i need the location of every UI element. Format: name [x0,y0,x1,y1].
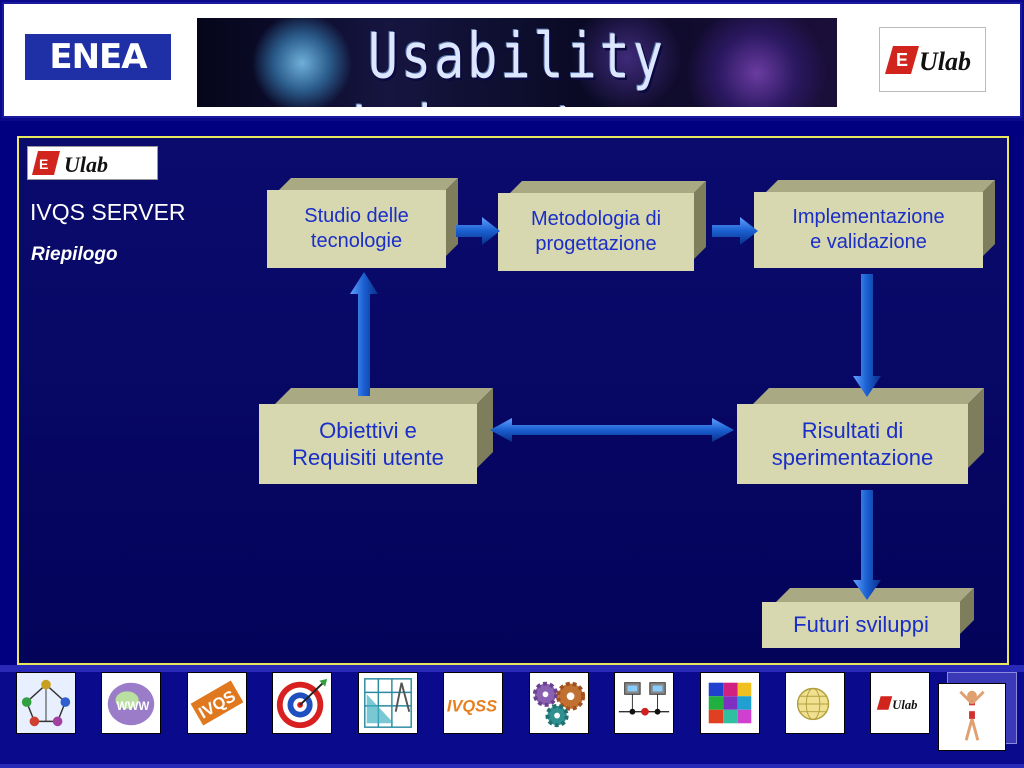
enea-logo-text: ENEA [49,37,147,77]
footer-bar [0,672,1024,764]
box-obiettivi: Obiettivi e Requisiti utente [259,404,477,484]
svg-text:E: E [39,156,48,172]
page-subtitle: Riepilogo [31,244,118,265]
ulab-logo-text: Ulab [919,47,971,76]
ulab-logo: E Ulab [879,27,986,92]
ivqs-logo-icon: IVQS [188,673,246,733]
computers-network-tile[interactable] [614,672,674,734]
ivqss-tile[interactable]: IVQSS [443,672,503,734]
box-metodologia-label: Metodologia di progettazione [530,208,662,255]
network-icon [17,673,75,733]
runner-icon [939,684,1005,750]
svg-text:E: E [896,50,908,70]
ulab-tile[interactable]: Ulab [870,672,930,734]
ulab-logo-icon: Ulab [871,673,929,733]
ulab-mini-logo: E Ulab [27,146,158,180]
box-studio-label: Studio delle tecnologie [304,205,409,252]
ivqss-label: IVQSS [447,698,497,716]
www-label: WWW [117,700,150,713]
usability-laboratory-banner: Usability Laboratory [197,18,837,107]
ulab-tile-label: Ulab [892,698,917,712]
puzzle-icon [701,673,759,733]
enea-logo: ENEA [25,34,171,80]
target-tile[interactable] [272,672,332,734]
box-risultati: Risultati di sperimentazione [737,404,968,484]
footer [0,665,1024,768]
box-obiettivi-label: Obiettivi e Requisiti utente [292,417,444,471]
ulab-logo-icon: E Ulab [884,45,971,76]
page-title: IVQS SERVER [30,199,186,225]
drawing-tools-icon [359,673,417,733]
puzzle-tile[interactable] [700,672,760,734]
runner-tile[interactable] [938,683,1006,751]
box-implementazione-label: Implementazione e validazione [792,206,945,253]
network-tile[interactable] [16,672,76,734]
box-implementazione: Implementazione e validazione [754,192,983,268]
www-globe-icon: WWW [102,673,160,733]
box-metodologia: Metodologia di progettazione [498,193,694,271]
globe-tile[interactable] [785,672,845,734]
ivqss-logo-icon: IVQSS [444,673,502,733]
gears-tile[interactable] [529,672,589,734]
ulab-mini-logo-icon: E Ulab [32,151,108,177]
box-futuri: Futuri sviluppi [762,602,960,648]
gears-icon [530,673,588,733]
computers-network-icon [615,673,673,733]
ulab-mini-logo-text: Ulab [64,152,108,177]
ivqs-tile[interactable]: IVQS [187,672,247,734]
www-tile[interactable]: WWW [101,672,161,734]
box-futuri-label: Futuri sviluppi [793,612,929,638]
box-risultati-label: Risultati di sperimentazione [771,417,934,471]
target-icon [273,673,331,733]
banner-title: Usability Laboratory [351,20,679,107]
header: ENEA Usability Laboratory E Ulab [0,0,1024,121]
box-studio-tecnologie: Studio delle tecnologie [267,190,446,268]
globe-icon [786,673,844,733]
drawing-tools-tile[interactable] [358,672,418,734]
